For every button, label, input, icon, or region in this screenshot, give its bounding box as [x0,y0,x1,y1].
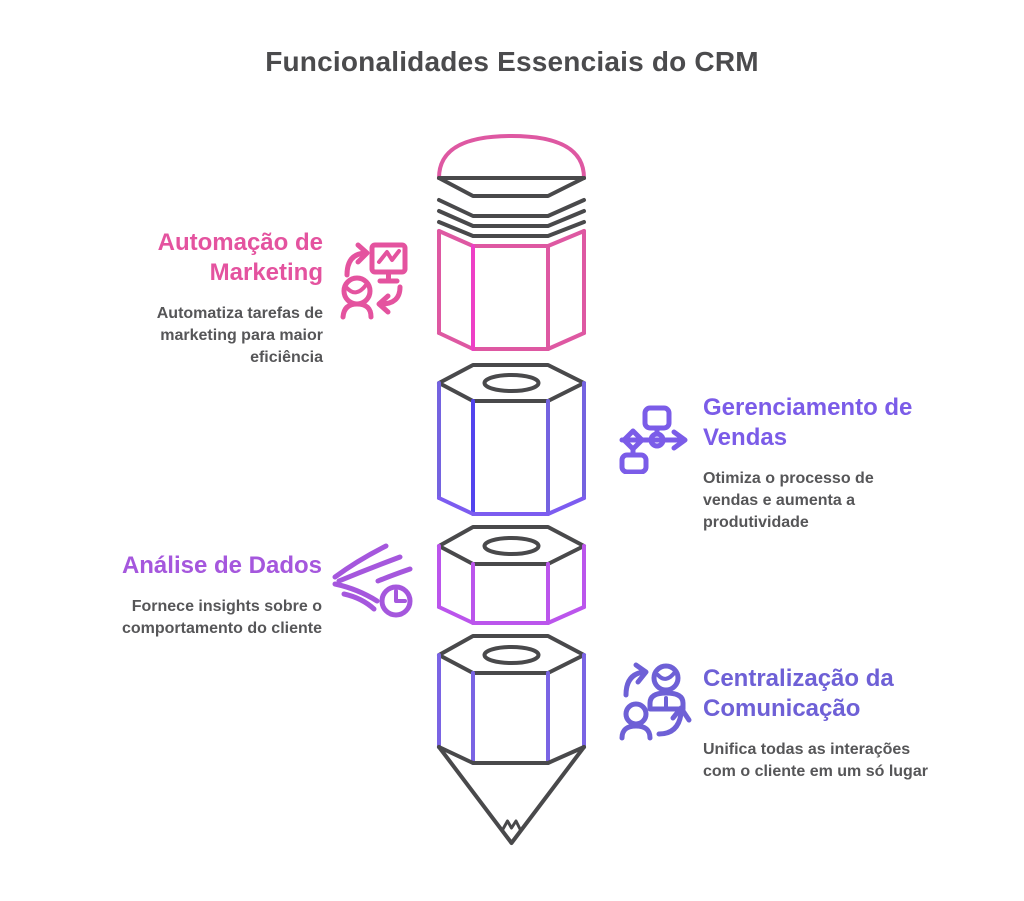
curved-arrow-up-right [656,711,684,737]
pencil-segment-2 [437,381,586,516]
speed-line [336,554,403,584]
segment3-top-face [437,525,586,566]
eraser-dome [437,134,586,180]
person-large-body [647,690,686,712]
feature-block-gerenciamento-vendas: Gerenciamento de Vendas Otimiza o proces… [703,393,963,534]
tip-zigzag [501,819,522,831]
feature-heading-gerenciamento-vendas: Gerenciamento de Vendas [703,394,913,451]
flowchart-circle-node [648,431,666,449]
person-shoulders [340,301,374,320]
person-monitor-sync-icon [340,241,418,321]
people-sync-icon [618,662,700,750]
feature-description-automacao-marketing: Automatiza tarefas de marketing para mai… [156,305,323,366]
speed-clock-icon [330,543,414,619]
person-small-shoulders [619,723,653,741]
flowchart-top-node [642,405,672,431]
flowchart-icon [618,402,700,474]
pencil-illustration [412,128,612,868]
feature-block-analise-dados: Análise de Dados Fornece insights sobre … [62,551,322,640]
graphite-core [482,645,541,665]
speed-line [332,581,380,604]
feature-description-gerenciamento-vendas: Otimiza o processo de vendas e aumenta a… [703,470,874,531]
monitor-screen [369,242,408,275]
page-title: Funcionalidades Essenciais do CRM [265,46,759,77]
person-large-head [651,663,681,693]
person-small-head [623,701,649,727]
feature-heading-centralizacao-comunicacao: Centralização da Comunicação [703,665,894,722]
curved-arrow-up [623,669,647,698]
pencil-ferrule [437,176,586,238]
pencil-segment-3 [437,544,586,625]
feature-description-centralizacao-comunicacao: Unifica todas as interações com o client… [703,741,928,780]
segment2-top-face [437,363,586,403]
segment4-top-face [437,634,586,675]
feature-block-automacao-marketing: Automação de Marketing Automatiza tarefa… [63,228,323,369]
graphite-core [482,373,541,393]
flowchart-bottom-node [619,452,649,474]
speed-line [375,566,413,584]
feature-heading-analise-dados: Análise de Dados [121,552,322,579]
pencil-tip-cone [437,745,586,845]
pencil-segment-4 [437,653,586,765]
curved-arrow-down-left [378,284,403,307]
feature-heading-automacao-marketing: Automação de Marketing [157,229,323,286]
feature-block-centralizacao-comunicacao: Centralização da Comunicação Unifica tod… [703,664,983,783]
speed-line [332,543,389,580]
feature-description-analise-dados: Fornece insights sobre o comportamento d… [121,598,322,637]
pencil-eraser-segment [437,134,586,351]
clock-face [379,584,413,618]
curved-arrow-up-right [344,250,368,278]
chart-line [377,249,401,264]
graphite-core [482,536,541,556]
clock-hands [394,589,407,603]
speed-line [341,591,377,612]
